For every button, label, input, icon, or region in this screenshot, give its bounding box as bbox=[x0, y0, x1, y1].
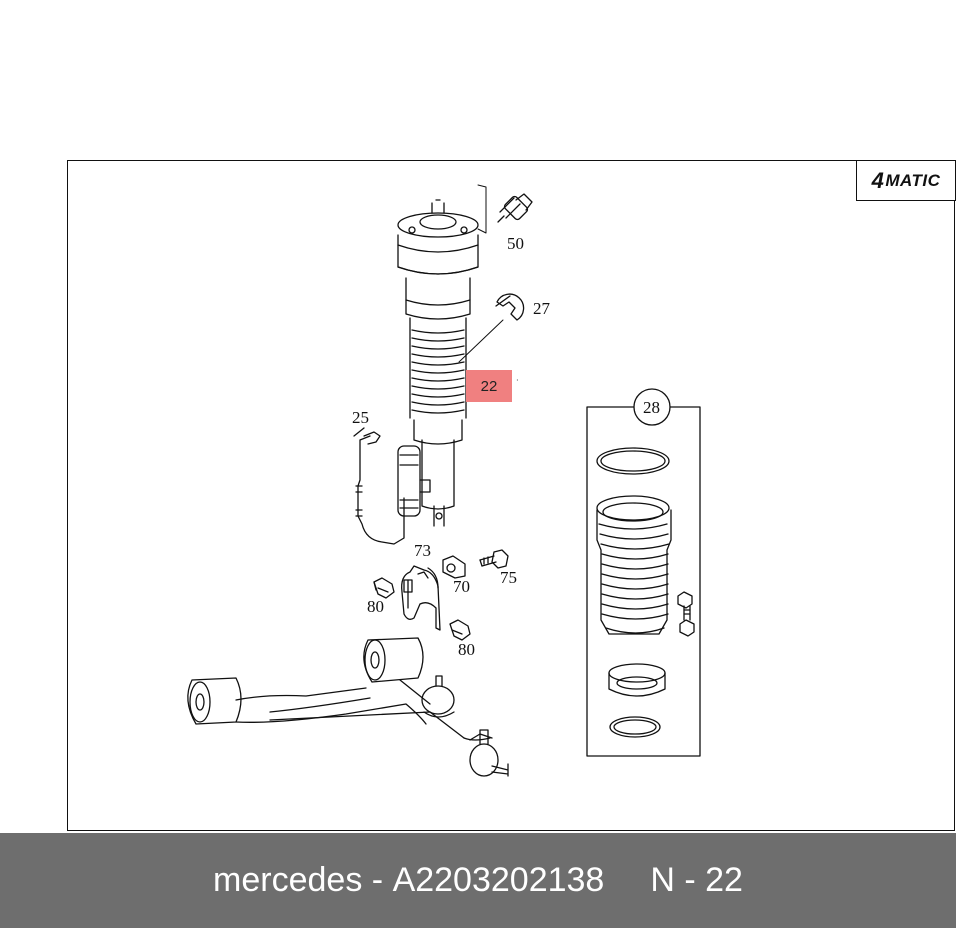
hex-bolt bbox=[479, 549, 509, 569]
bleed-screw bbox=[497, 193, 533, 223]
wrench-icon bbox=[495, 293, 525, 321]
svg-text:·: · bbox=[516, 376, 519, 385]
callout-28: 28 bbox=[643, 398, 660, 417]
control-arm bbox=[187, 637, 509, 777]
caption-position: N - 22 bbox=[650, 861, 743, 899]
parts-diagram: 50 27 25 28 73 70 75 80 80 · bbox=[187, 184, 701, 777]
pressure-line bbox=[353, 427, 405, 545]
rubber-bumper-right bbox=[449, 619, 471, 641]
callout-25: 25 bbox=[352, 408, 369, 427]
callout-80-right: 80 bbox=[458, 640, 475, 659]
air-strut bbox=[397, 184, 504, 527]
retaining-clip bbox=[442, 555, 466, 579]
caption-part-number: A2203202138 bbox=[392, 861, 605, 899]
caption-separator: - bbox=[371, 861, 384, 899]
diagram-frame bbox=[67, 160, 955, 831]
strut-bracket bbox=[401, 565, 441, 631]
callout-22: 22 bbox=[480, 377, 498, 395]
strut-bellows bbox=[409, 317, 467, 419]
rubber-bumper-left bbox=[373, 577, 395, 599]
highlighted-part-callout-22[interactable]: 22 bbox=[466, 370, 512, 402]
caption-bar: mercedes - A2203202138 N - 22 bbox=[0, 833, 956, 928]
callout-70: 70 bbox=[453, 577, 470, 596]
repair-kit-box bbox=[586, 388, 701, 757]
callout-27: 27 bbox=[533, 299, 551, 318]
caption-brand: mercedes bbox=[213, 861, 363, 899]
callout-75: 75 bbox=[500, 568, 517, 587]
callout-80-left: 80 bbox=[367, 597, 384, 616]
callout-50: 50 bbox=[507, 234, 524, 253]
callout-73: 73 bbox=[414, 541, 431, 560]
